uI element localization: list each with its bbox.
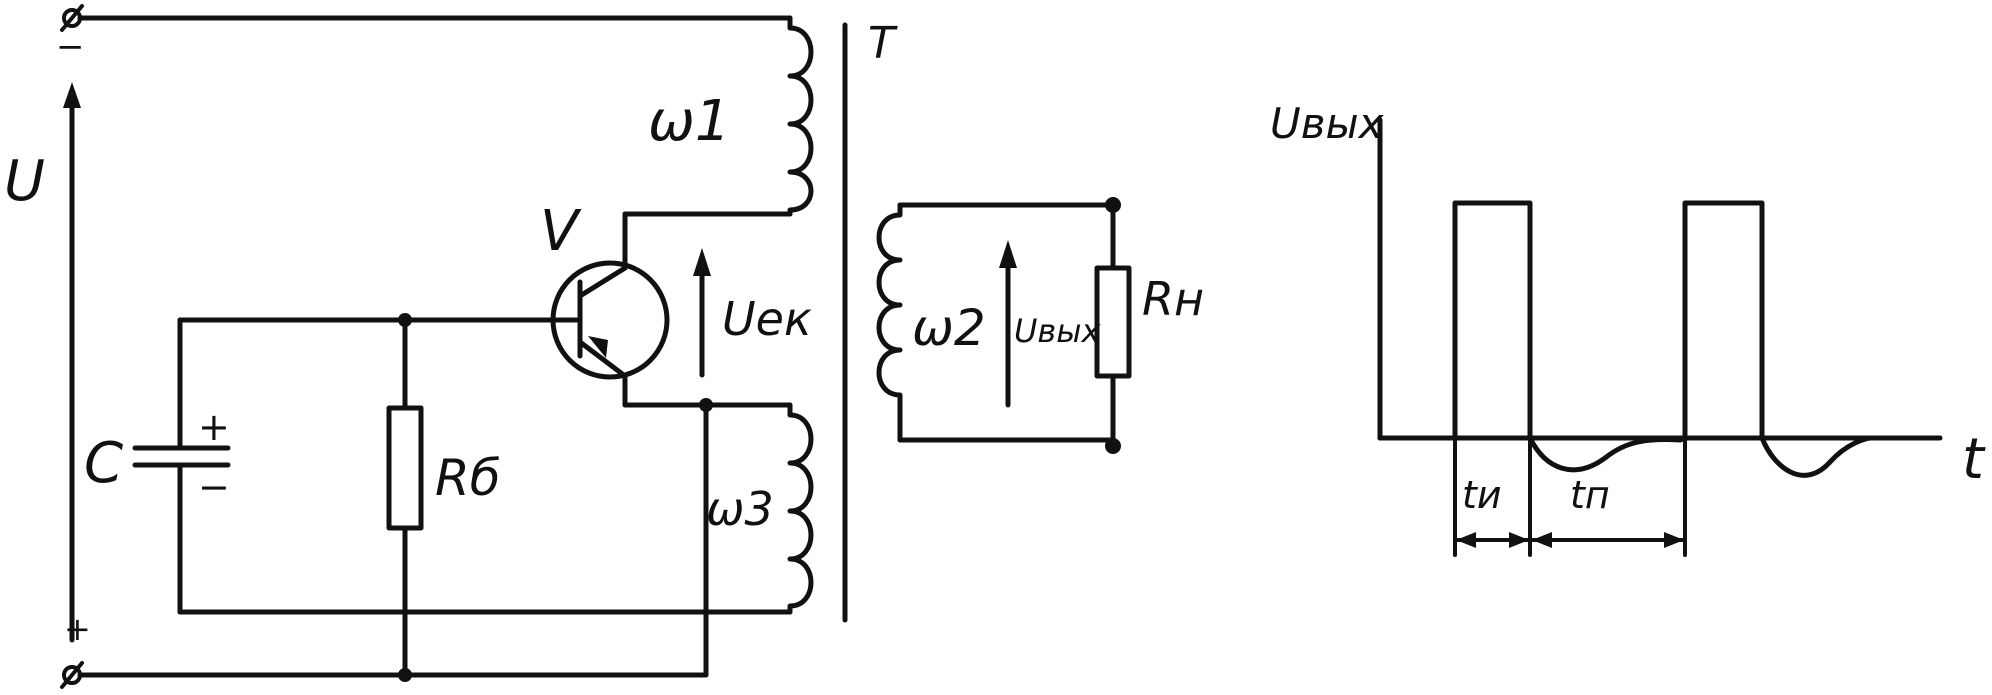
- winding-w1: [787, 15, 814, 217]
- uek-label: Uек: [722, 292, 812, 346]
- winding-w3: [787, 402, 814, 615]
- capacitor-label: C: [84, 431, 123, 496]
- uvyx-arrow-head: [999, 240, 1017, 268]
- rb-label: Rб: [435, 449, 501, 507]
- uvyx-circuit-label: Uвых: [1014, 312, 1102, 350]
- bottom-node: [398, 668, 412, 682]
- waveform-ylabel: Uвых: [1270, 99, 1385, 148]
- winding-w3-label: ω3: [706, 482, 774, 536]
- winding-w2: [876, 202, 903, 443]
- pause-time-label: tп: [1570, 473, 1610, 517]
- bottom-terminal: [60, 661, 84, 689]
- winding-w2-label: ω2: [912, 299, 986, 357]
- uek-arrow-head: [693, 248, 711, 276]
- transistor-label: V: [540, 199, 582, 264]
- transformer-label: T: [868, 18, 898, 69]
- pause-dim-arrow-left: [1532, 532, 1552, 548]
- terminal-top-sign: −: [56, 27, 85, 67]
- supply-voltage-label: U: [4, 149, 45, 214]
- winding-w1-label: ω1: [648, 89, 731, 154]
- rh-label: Rн: [1142, 272, 1204, 326]
- terminal-bottom-sign: +: [64, 610, 91, 648]
- resistor-rb: [386, 405, 424, 531]
- waveform-xlabel: t: [1962, 427, 1986, 492]
- pulse-dim-arrow-right: [1509, 532, 1529, 548]
- supply-arrow-head: [63, 82, 81, 108]
- capacitor-plus: +: [198, 405, 230, 449]
- capacitor-minus: −: [198, 465, 230, 509]
- resistor-rh: [1094, 265, 1132, 379]
- pulse-waveform: [1377, 200, 1873, 478]
- pause-dim-arrow-right: [1664, 532, 1684, 548]
- pulse-dim-arrow-left: [1456, 532, 1476, 548]
- pulse-time-label: tи: [1462, 473, 1502, 517]
